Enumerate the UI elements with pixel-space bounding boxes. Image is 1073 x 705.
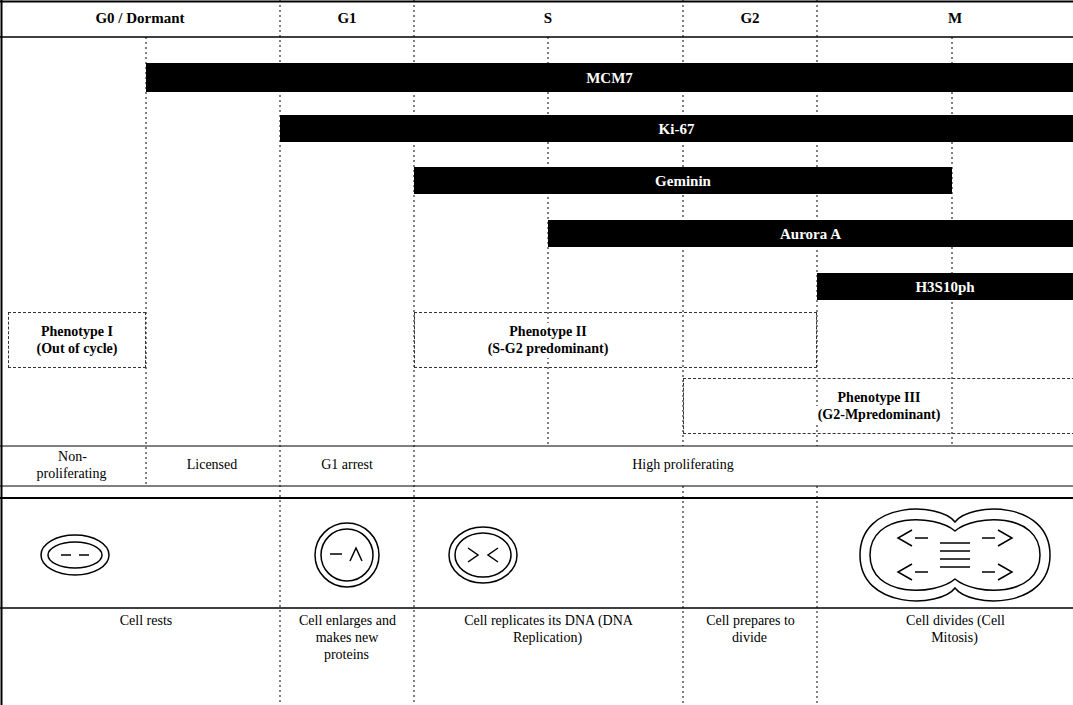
row-rule — [0, 486, 1073, 487]
marker-name: Geminin — [655, 172, 711, 190]
phase-description: Cell divides (Cell Mitosis) — [895, 613, 1015, 647]
top-rule — [0, 1, 1073, 3]
chromosome-mark — [898, 564, 912, 580]
chromosome-mark — [468, 548, 478, 562]
chromatin-mark — [61, 554, 71, 556]
chromatin-mark — [79, 554, 89, 556]
marker-bar: H3S10ph — [817, 273, 1073, 300]
status-label: High proliferating — [573, 457, 793, 474]
cell-nucleus — [321, 529, 373, 581]
chromosome-mark — [998, 564, 1012, 580]
chromosome-mark — [940, 550, 970, 552]
phase-header: G2 — [739, 10, 760, 26]
row-rule — [0, 497, 1073, 499]
cell-nucleus — [870, 520, 1040, 591]
status-label: Licensed — [152, 457, 272, 474]
phenotype-description: (G2-Mpredominant) — [816, 406, 943, 424]
phase-header: G1 — [336, 10, 357, 26]
chromosome-mark — [940, 566, 970, 568]
resting-cell — [41, 535, 109, 575]
phase-header: G0 / Dormant — [94, 10, 185, 26]
phase-description: Cell enlarges and makes new proteins — [298, 613, 396, 662]
phase-dividers — [146, 0, 952, 705]
phenotype-description: (Out of cycle) — [35, 340, 120, 358]
cell-membrane — [41, 535, 109, 575]
replicating-cell — [449, 527, 517, 583]
chromatin-mark — [350, 548, 362, 561]
row-rule — [0, 607, 1073, 609]
phenotype-title: Phenotype I — [39, 323, 115, 341]
marker-name: Aurora A — [780, 225, 841, 243]
phenotype-title: Phenotype II — [507, 323, 588, 341]
phase-description: Cell enlarges and makes new proteins — [291, 613, 403, 663]
phase-header: M — [925, 9, 985, 27]
dividing-cell — [860, 509, 1050, 601]
marker-name: H3S10ph — [915, 278, 974, 296]
phase-header: G1 — [317, 9, 377, 27]
phase-header: S — [518, 9, 578, 27]
phase-description: Cell replicates its DNA (DNA Replication… — [463, 613, 633, 645]
phase-divider — [817, 486, 818, 705]
marker-bar: MCM7 — [146, 63, 1073, 92]
status-label: G1 arrest — [320, 457, 374, 472]
phase-divider — [280, 0, 281, 705]
cell-nucleus — [455, 533, 511, 577]
chromosome-mark — [940, 558, 970, 560]
row-rule — [0, 446, 1073, 447]
status-label: G1 arrest — [287, 457, 407, 474]
chromosome-mark — [998, 530, 1012, 546]
chromosome-mark — [488, 548, 498, 562]
marker-bar: Ki-67 — [280, 115, 1073, 142]
phase-header: G2 — [720, 9, 780, 27]
phenotype-box: Phenotype III(G2-Mpredominant) — [683, 378, 1073, 434]
phenotype-title: Phenotype III — [836, 389, 923, 407]
phase-description: Cell rests — [119, 613, 174, 628]
chromosome-mark — [940, 542, 970, 544]
left-rule — [1, 0, 3, 705]
cell-membrane — [449, 527, 517, 583]
status-label: Non-proliferating — [37, 449, 108, 481]
phase-description: Cell prepares to divide — [694, 613, 806, 647]
growing-cell — [315, 523, 379, 587]
spindle-mark — [915, 537, 928, 539]
phase-divider — [146, 37, 147, 486]
marker-bar: Aurora A — [548, 220, 1073, 247]
phase-header: M — [947, 10, 963, 26]
spindle-mark — [982, 537, 995, 539]
chromosome-mark — [898, 530, 912, 546]
cell-membrane — [315, 523, 379, 587]
phase-description: Cell prepares to divide — [705, 613, 795, 645]
chromatin-mark — [330, 553, 342, 555]
phase-description: Cell rests — [46, 613, 246, 630]
phenotype-box: Phenotype II(S-G2 predominant) — [414, 312, 817, 368]
marker-bar: Geminin — [414, 167, 952, 194]
phase-header: G0 / Dormant — [60, 9, 220, 27]
status-label: Non-proliferating — [27, 449, 117, 483]
status-label: Licensed — [186, 457, 239, 472]
phenotype-box: Phenotype I(Out of cycle) — [8, 312, 146, 368]
phase-header: S — [543, 10, 553, 26]
header-rule — [0, 36, 1073, 38]
cell-illustrations — [41, 509, 1050, 601]
spindle-mark — [915, 571, 928, 573]
marker-name: Ki-67 — [659, 120, 695, 138]
cell-membrane — [860, 509, 1050, 601]
phase-divider — [683, 486, 684, 705]
phase-description: Cell divides (Cell Mitosis) — [905, 613, 1005, 645]
marker-name: MCM7 — [586, 69, 633, 87]
phenotype-description: (S-G2 predominant) — [486, 340, 611, 358]
spindle-mark — [982, 571, 995, 573]
phase-description: Cell replicates its DNA (DNA Replication… — [461, 613, 636, 647]
cell-nucleus — [48, 542, 102, 568]
status-label: High proliferating — [631, 457, 734, 472]
